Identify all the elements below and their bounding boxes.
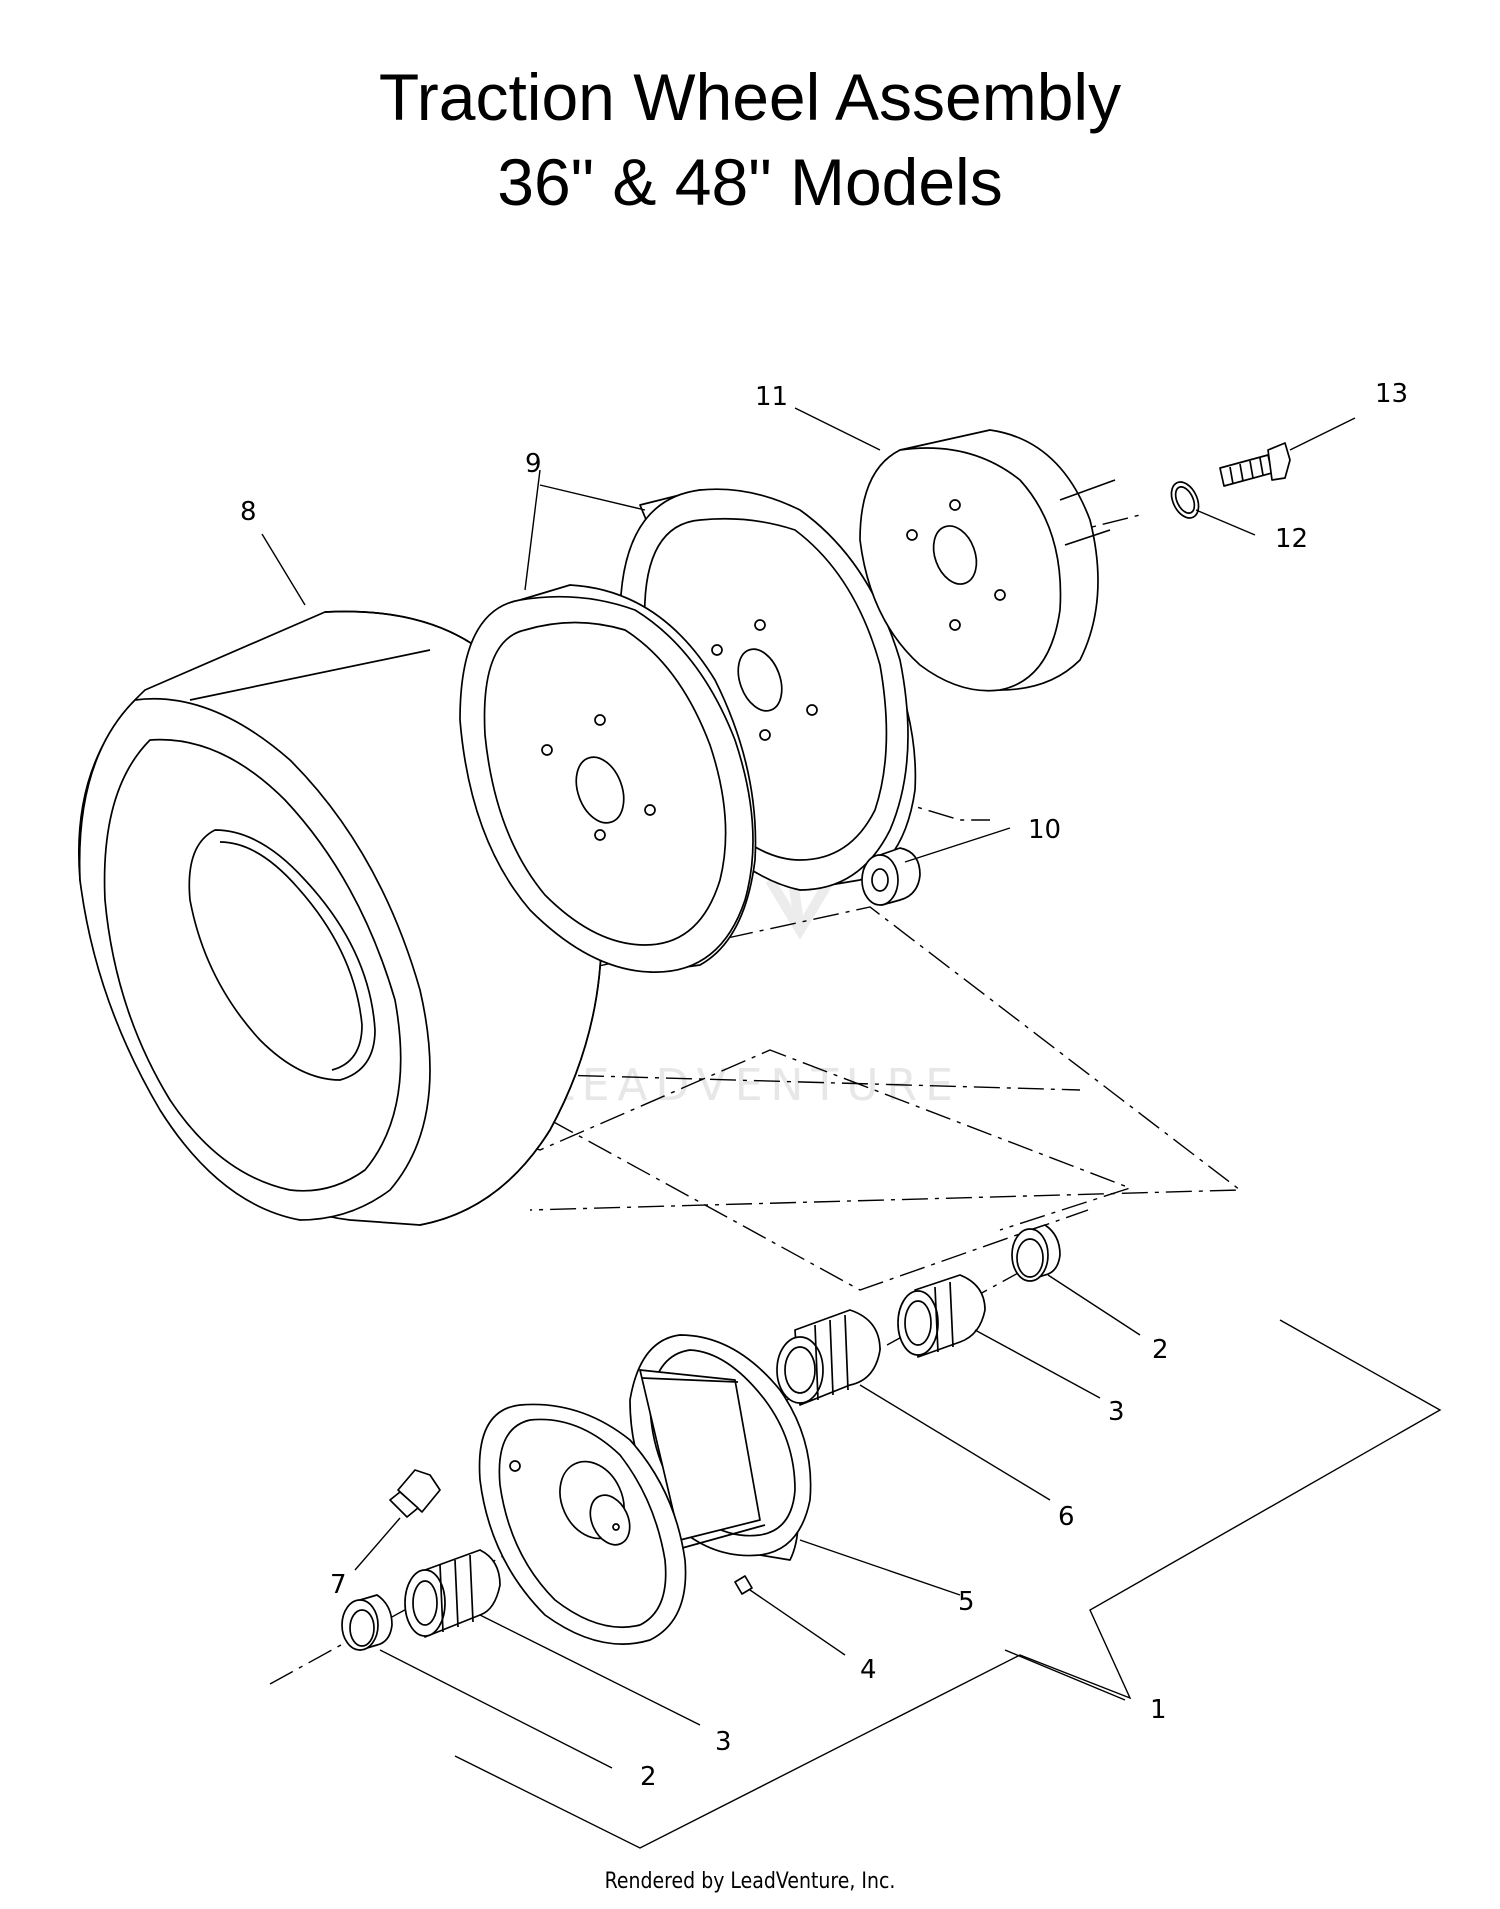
callout-3-upper: 3 (1108, 1397, 1125, 1427)
bushing (861, 847, 921, 906)
footer-credit: Rendered by LeadVenture, Inc. (604, 1869, 896, 1894)
callout-11: 11 (755, 382, 788, 412)
callout-1: 1 (1150, 1695, 1167, 1725)
diagram-title: Traction Wheel Assembly (378, 60, 1122, 134)
grease-cap (389, 1469, 441, 1518)
callout-labels: 1 2 2 3 3 4 5 6 7 8 9 10 11 12 13 (240, 379, 1408, 1792)
watermark: LEADVENTURE (549, 806, 961, 1111)
diagram-subtitle: 36" & 48" Models (497, 145, 1003, 219)
bearing-upper (897, 1274, 986, 1358)
callout-4: 4 (860, 1655, 877, 1685)
callout-7: 7 (330, 1570, 347, 1600)
callout-2-lower: 2 (640, 1762, 657, 1792)
rim-halves (459, 488, 917, 973)
bearing-lower (404, 1549, 501, 1638)
callout-3-lower: 3 (715, 1727, 732, 1757)
spacer-disc (859, 429, 1116, 692)
grease-fitting (734, 1575, 753, 1595)
callout-10: 10 (1028, 815, 1061, 845)
assembly-bracket (454, 1319, 1442, 1849)
callout-2-upper: 2 (1152, 1335, 1169, 1365)
callout-9: 9 (525, 449, 542, 479)
snap-ring (1170, 481, 1200, 519)
watermark-text: LEADVENTURE (549, 1060, 961, 1111)
seal-lower (341, 1594, 393, 1651)
callout-6: 6 (1058, 1502, 1075, 1532)
tire (77, 610, 603, 1226)
seal-upper (1011, 1224, 1061, 1282)
bolt (1219, 442, 1291, 487)
callout-12: 12 (1275, 524, 1308, 554)
bearing-large (776, 1309, 881, 1406)
callout-8: 8 (240, 497, 257, 527)
hub (478, 1334, 812, 1645)
leader-lines (261, 407, 1356, 1769)
callout-13: 13 (1375, 379, 1408, 409)
callout-5: 5 (958, 1587, 975, 1617)
